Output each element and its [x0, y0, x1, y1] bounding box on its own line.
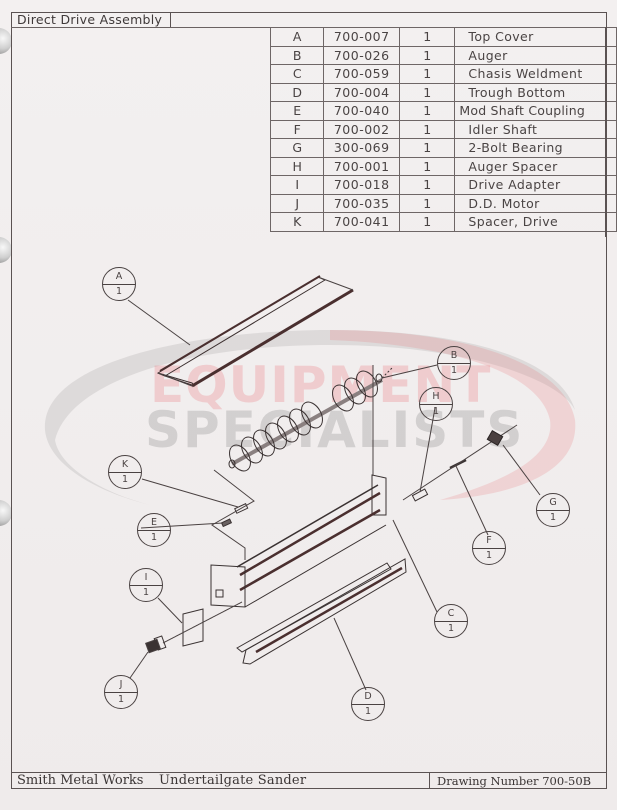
item-letter: H [269, 156, 325, 176]
description: Drive Adapter [454, 175, 617, 195]
table-row: C 700-059 1 Chasis Weldment [269, 64, 617, 84]
shaft-coupling-part-icon [220, 518, 233, 528]
part-number: 700-041 [323, 212, 401, 232]
chassis-weldment-part-icon [210, 474, 387, 608]
auger-part-icon [228, 367, 393, 472]
item-letter: J [269, 193, 325, 213]
description: Idler Shaft [454, 119, 617, 139]
description: Trough Bottom [454, 82, 617, 102]
trough-bottom-part-icon [236, 558, 407, 665]
binder-hole [0, 500, 12, 526]
quantity: 1 [399, 193, 456, 213]
item-letter: I [269, 175, 325, 195]
auger-spacer-part-icon [411, 488, 429, 502]
table-row: I 700-018 1 Drive Adapter [269, 175, 617, 195]
drive-adapter-part-icon [182, 608, 204, 647]
company-name: Smith Metal Works [17, 773, 144, 788]
table-row: B 700-026 1 Auger [269, 45, 617, 65]
title-block: Smith Metal Works Undertailgate Sander D… [11, 772, 607, 789]
parts-table: A 700-007 1 Top Cover B 700-026 1 Auger … [269, 27, 617, 232]
part-number: 700-004 [323, 82, 401, 102]
table-row: G 300-069 1 2-Bolt Bearing [269, 138, 617, 158]
quantity: 1 [399, 212, 456, 232]
top-cover-part-icon [156, 275, 354, 388]
description: Mod Shaft Coupling [454, 101, 617, 121]
bearing-part-icon [486, 429, 504, 447]
drawing-title: Direct Drive Assembly [17, 12, 163, 27]
part-number: 700-059 [323, 64, 401, 84]
quantity: 1 [399, 138, 456, 158]
part-number: 700-026 [323, 45, 401, 65]
table-row: A 700-007 1 Top Cover [269, 27, 617, 47]
binder-hole [0, 28, 12, 54]
item-letter: F [269, 119, 325, 139]
item-letter: G [269, 138, 325, 158]
title-block-divider [429, 773, 430, 789]
part-number: 700-001 [323, 156, 401, 176]
drawing-number: Drawing Number 700-50B [437, 774, 592, 788]
item-letter: K [269, 212, 325, 232]
description: D.D. Motor [454, 193, 617, 213]
quantity: 1 [399, 119, 456, 139]
description: Auger Spacer [454, 156, 617, 176]
title-underline [11, 27, 271, 28]
motor-part-icon [145, 635, 167, 654]
table-row: J 700-035 1 D.D. Motor [269, 193, 617, 213]
part-number: 700-007 [323, 27, 401, 47]
table-row: D 700-004 1 Trough Bottom [269, 82, 617, 102]
drawing-border [11, 12, 607, 789]
description: Spacer, Drive [454, 212, 617, 232]
binder-hole [0, 237, 12, 263]
part-number: 700-002 [323, 119, 401, 139]
table-border-right [605, 27, 607, 237]
part-number: 300-069 [323, 138, 401, 158]
table-row: H 700-001 1 Auger Spacer [269, 156, 617, 176]
table-row: K 700-041 1 Spacer, Drive [269, 212, 617, 232]
quantity: 1 [399, 175, 456, 195]
table-row: F 700-002 1 Idler Shaft [269, 119, 617, 139]
product-name: Undertailgate Sander [159, 773, 307, 788]
quantity: 1 [399, 156, 456, 176]
description: 2-Bolt Bearing [454, 138, 617, 158]
